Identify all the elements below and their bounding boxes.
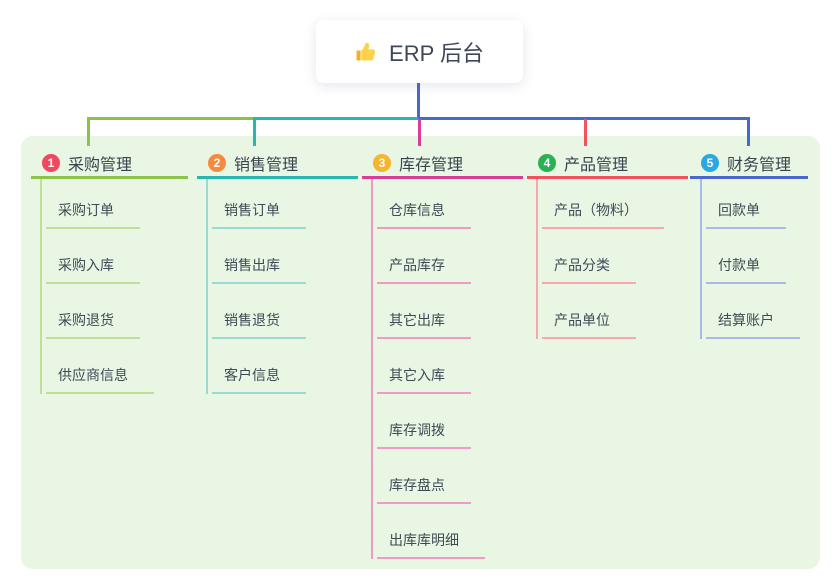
branch-node-4[interactable]: 4 产品管理 (527, 150, 688, 179)
child-node[interactable]: 产品（物料） (542, 201, 664, 229)
branch-node-2[interactable]: 2 销售管理 (197, 150, 358, 179)
child-connector-line (371, 178, 373, 559)
branches-panel-background (21, 136, 820, 569)
child-node[interactable]: 产品分类 (542, 256, 636, 284)
branch-drop-line (418, 119, 421, 146)
bus-line-right (418, 117, 750, 120)
child-node[interactable]: 采购订单 (46, 201, 140, 229)
child-node[interactable]: 仓库信息 (377, 201, 471, 229)
child-node[interactable]: 出库库明细 (377, 531, 485, 559)
child-connector-line (40, 178, 42, 394)
bus-line-left (87, 117, 254, 120)
child-node[interactable]: 产品单位 (542, 311, 636, 339)
child-node[interactable]: 采购入库 (46, 256, 140, 284)
bus-line-middle (253, 117, 419, 120)
branch-number-badge: 5 (701, 154, 719, 172)
branch-number-badge: 2 (208, 154, 226, 172)
child-connector-line (206, 178, 208, 394)
child-node[interactable]: 产品库存 (377, 256, 471, 284)
child-node[interactable]: 回款单 (706, 201, 786, 229)
child-node[interactable]: 结算账户 (706, 311, 800, 339)
branch-node-5[interactable]: 5 财务管理 (690, 150, 808, 179)
child-node[interactable]: 库存盘点 (377, 476, 471, 504)
branch-node-1[interactable]: 1 采购管理 (31, 150, 188, 179)
branch-drop-line (87, 119, 90, 146)
child-node[interactable]: 采购退货 (46, 311, 140, 339)
child-node[interactable]: 库存调拨 (377, 421, 471, 449)
branch-label: 产品管理 (564, 157, 629, 174)
child-node[interactable]: 其它入库 (377, 366, 471, 394)
child-node[interactable]: 销售退货 (212, 311, 306, 339)
child-node[interactable]: 销售订单 (212, 201, 306, 229)
root-node-erp[interactable]: ERP 后台 (316, 20, 523, 83)
root-connector-line (417, 83, 420, 119)
child-node[interactable]: 供应商信息 (46, 366, 154, 394)
child-node[interactable]: 销售出库 (212, 256, 306, 284)
root-node-title: ERP 后台 (389, 40, 484, 66)
branch-label: 采购管理 (68, 157, 133, 174)
branch-label: 库存管理 (399, 157, 464, 174)
branch-number-badge: 4 (538, 154, 556, 172)
branch-node-3[interactable]: 3 库存管理 (362, 150, 523, 179)
child-connector-line (700, 178, 702, 339)
thumbs-up-icon (355, 40, 379, 64)
branch-drop-line (747, 119, 750, 146)
branch-number-badge: 3 (373, 154, 391, 172)
child-connector-line (536, 178, 538, 339)
branch-drop-line (253, 119, 256, 146)
child-node[interactable]: 客户信息 (212, 366, 306, 394)
branch-label: 财务管理 (727, 157, 792, 174)
branch-label: 销售管理 (234, 157, 299, 174)
child-node[interactable]: 付款单 (706, 256, 786, 284)
branch-number-badge: 1 (42, 154, 60, 172)
child-node[interactable]: 其它出库 (377, 311, 471, 339)
branch-drop-line (584, 119, 587, 146)
